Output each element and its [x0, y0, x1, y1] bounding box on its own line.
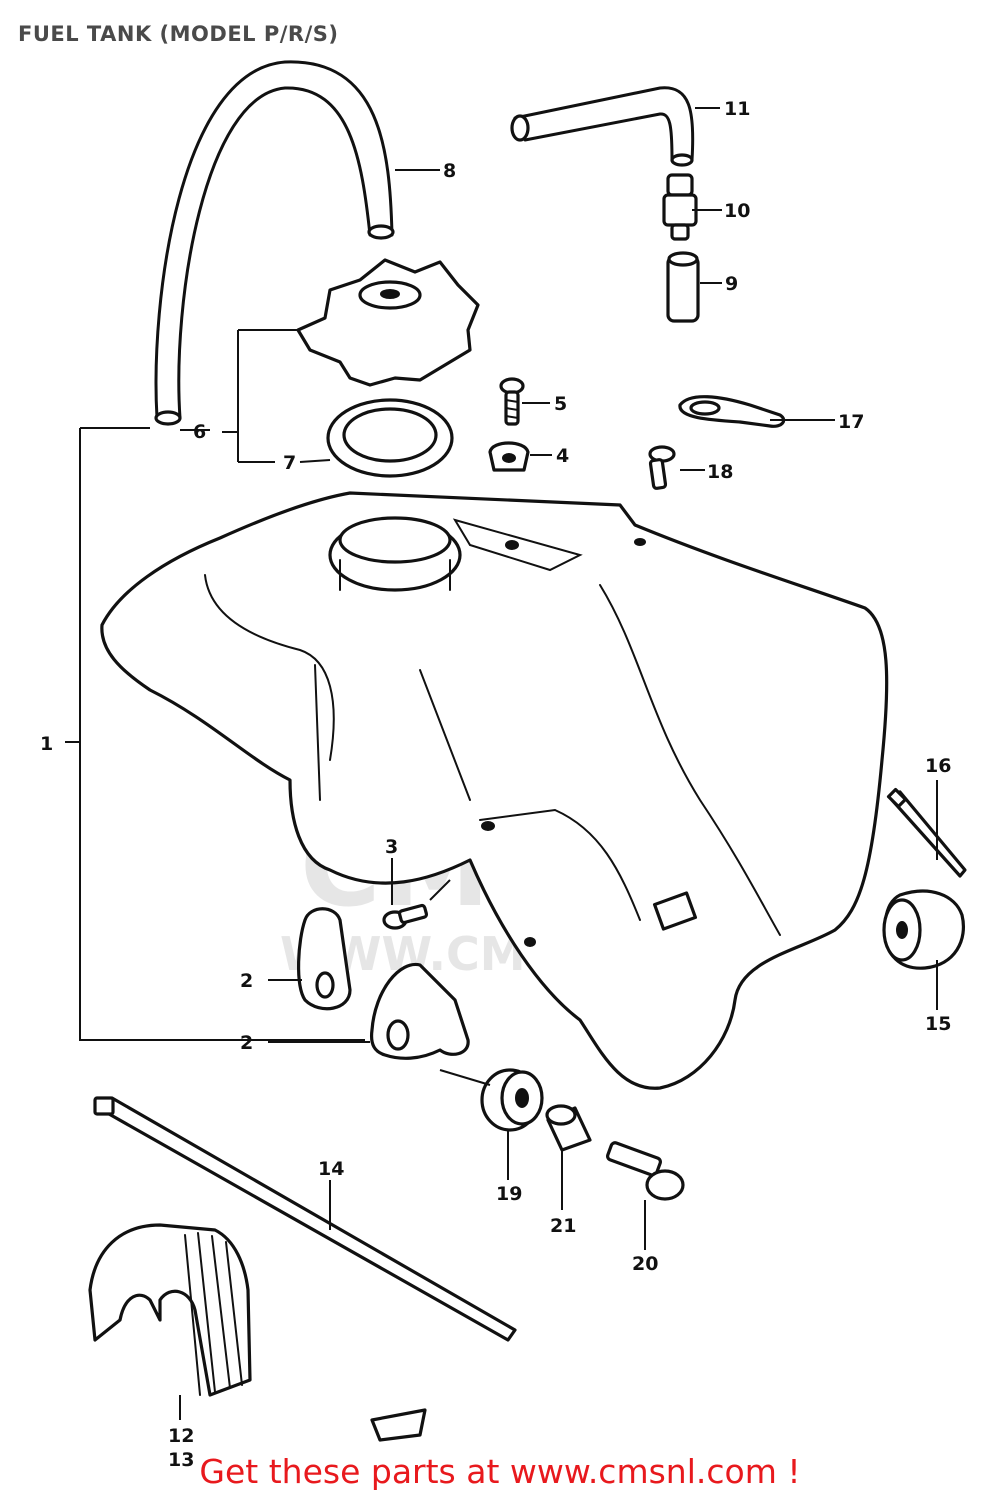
- part-1-fuel-tank: [100, 491, 889, 1090]
- callout-4: 4: [556, 445, 569, 467]
- part-11-hose: [510, 86, 695, 167]
- part-21-collar: [545, 1104, 592, 1152]
- callout-2-lower: 2: [240, 1032, 253, 1054]
- callout-1: 1: [40, 733, 53, 755]
- part-20-bolt: [606, 1141, 685, 1201]
- callout-labels: 1 2 2 3 4 5 6 7 8 9 10 11 12 13 14 15 16…: [40, 98, 951, 1471]
- callout-14: 14: [318, 1158, 344, 1180]
- part-19-grommet: [480, 1068, 544, 1132]
- part-3-bolt: [382, 903, 429, 930]
- part-5-screw: [499, 377, 525, 426]
- callout-11: 11: [724, 98, 750, 120]
- part-9-hose-piece: [666, 251, 700, 323]
- callout-15: 15: [925, 1013, 951, 1035]
- part-12-13-cover: [88, 1223, 427, 1442]
- callout-17: 17: [838, 411, 864, 433]
- callout-13: 13: [168, 1449, 194, 1471]
- callout-12: 12: [168, 1425, 194, 1447]
- callout-16: 16: [925, 755, 951, 777]
- part-8-breather-hose: [154, 60, 395, 426]
- leader-lines: [65, 107, 938, 1420]
- callout-3: 3: [385, 836, 398, 858]
- callout-9: 9: [725, 273, 738, 295]
- part-14-strap: [93, 1096, 517, 1342]
- part-10-valve: [662, 173, 698, 241]
- callout-10: 10: [724, 200, 750, 222]
- callout-20: 20: [632, 1253, 658, 1275]
- callout-21: 21: [550, 1215, 576, 1237]
- part-7-cap-gasket: [326, 398, 454, 478]
- part-18-bolt: [648, 445, 676, 490]
- footer-link-text[interactable]: Get these parts at www.cmsnl.com !: [199, 1452, 801, 1491]
- diagram-title: FUEL TANK (MODEL P/R/S): [18, 22, 339, 46]
- part-2-bracket-lower: [369, 962, 470, 1060]
- part-17-clamp: [678, 395, 786, 428]
- part-2-bracket-upper: [297, 907, 352, 1011]
- callout-19: 19: [496, 1183, 522, 1205]
- callout-5: 5: [554, 393, 567, 415]
- part-6-fuel-cap: [296, 258, 480, 387]
- callout-8: 8: [443, 160, 456, 182]
- part-15-damper: [882, 889, 965, 970]
- callout-18: 18: [707, 461, 733, 483]
- part-16-tie-strap: [886, 787, 967, 878]
- part-4-cushion: [488, 441, 530, 472]
- callout-6: 6: [193, 421, 206, 443]
- callout-7: 7: [283, 452, 296, 474]
- callout-2-upper: 2: [240, 970, 253, 992]
